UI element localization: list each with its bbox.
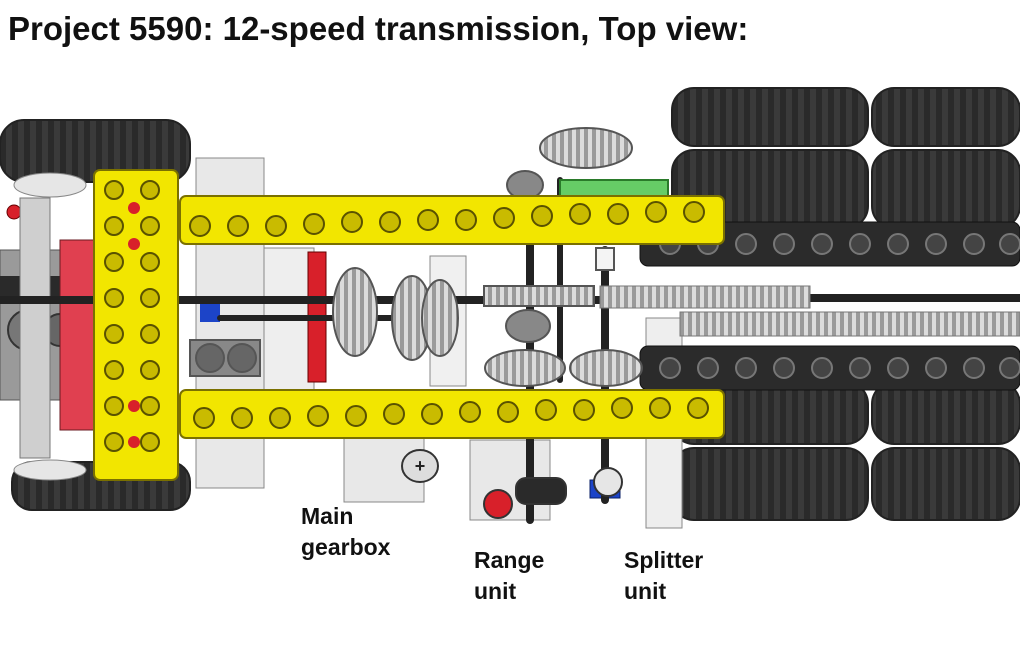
tire (871, 149, 1020, 229)
tire (671, 87, 869, 147)
label-line: unit (624, 578, 667, 604)
label-line: unit (474, 578, 517, 604)
yellow-beam-bottom (179, 389, 725, 439)
gear (332, 267, 378, 357)
gears (189, 127, 669, 387)
tire (671, 447, 869, 521)
bottom-fittings: + (401, 449, 623, 519)
gear (506, 170, 544, 200)
yellow-beam-top (179, 195, 725, 245)
black-beams (599, 221, 1020, 391)
red-pins (128, 202, 140, 448)
label-line: Range (474, 547, 545, 573)
label-range-unit: Range unit (474, 545, 544, 607)
label-main-gearbox: Main gearbox (301, 501, 390, 563)
label-line: gearbox (301, 534, 391, 560)
label-line: Splitter (624, 547, 704, 573)
gear (569, 349, 643, 387)
label-line: Main (301, 503, 354, 529)
tire (871, 447, 1020, 521)
label-splitter-unit: Splitter unit (624, 545, 703, 607)
diagram-title: Project 5590: 12-speed transmission, Top… (8, 10, 749, 47)
yellow-beam-cross (93, 169, 179, 481)
svg-text:+: + (415, 456, 426, 476)
tire (871, 381, 1020, 445)
gear (484, 349, 566, 387)
gear (483, 285, 595, 307)
rear-tires (671, 87, 1020, 521)
gear (539, 127, 633, 169)
gear (505, 309, 551, 343)
yellow-beam-holes (104, 180, 709, 452)
steering-housing (0, 197, 120, 459)
gear (421, 279, 459, 357)
tire (871, 87, 1020, 147)
